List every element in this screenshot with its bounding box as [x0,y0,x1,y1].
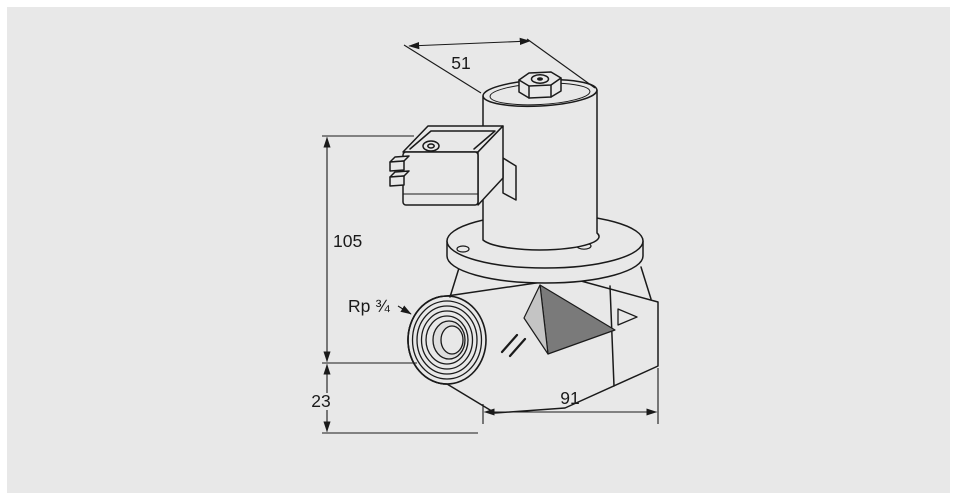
nut-edges [528,84,552,99]
dimension-line [408,37,531,50]
connector-screw-center [427,143,435,149]
nut-top-face [518,77,562,87]
thread-ring [416,305,478,375]
thread-ring [425,315,469,365]
bore-inner [440,325,464,355]
pin-front [389,160,405,172]
flow-direction-icon [617,308,638,326]
solenoid-coil [482,78,600,251]
dim-body-length [482,368,659,424]
valve-assembly [389,71,659,414]
extension-line [526,38,596,89]
threaded-port [407,295,487,385]
recess-light-face [523,284,549,355]
bolt-hole [456,245,470,253]
neck-edge-left [449,267,460,298]
dim-body-length-label: 91 [560,388,579,408]
thread-ring [420,310,474,370]
thread-ring [407,295,487,385]
connector-cap-edge [409,130,496,150]
dim-overall-height [322,135,417,364]
nut-screw-icon [537,77,543,81]
thread-size-leader [397,305,412,315]
dimension-annotations [322,37,659,434]
thread-size-label: Rp ¾ [348,296,390,316]
dim-coil-width [403,37,596,94]
pin-front [389,175,405,187]
label-mask [304,393,338,410]
connector-front-face [402,151,479,206]
thread-ring [411,300,483,380]
extension-line [403,44,482,94]
body-edge [609,285,615,387]
leader-line [397,305,412,315]
dim-overall-height-label: 105 [333,231,362,251]
top-nut [518,71,562,99]
connector-neck [502,157,517,201]
cable-connector [389,125,517,206]
dim-bottom-offset-label: 23 [311,391,330,411]
hatch-marks [500,333,527,358]
connector-pins [389,155,410,187]
neck-edge-right [640,266,652,300]
dim-coil-width-label: 51 [451,53,470,73]
connector-screw-icon [422,140,440,152]
coil-body [482,89,600,251]
